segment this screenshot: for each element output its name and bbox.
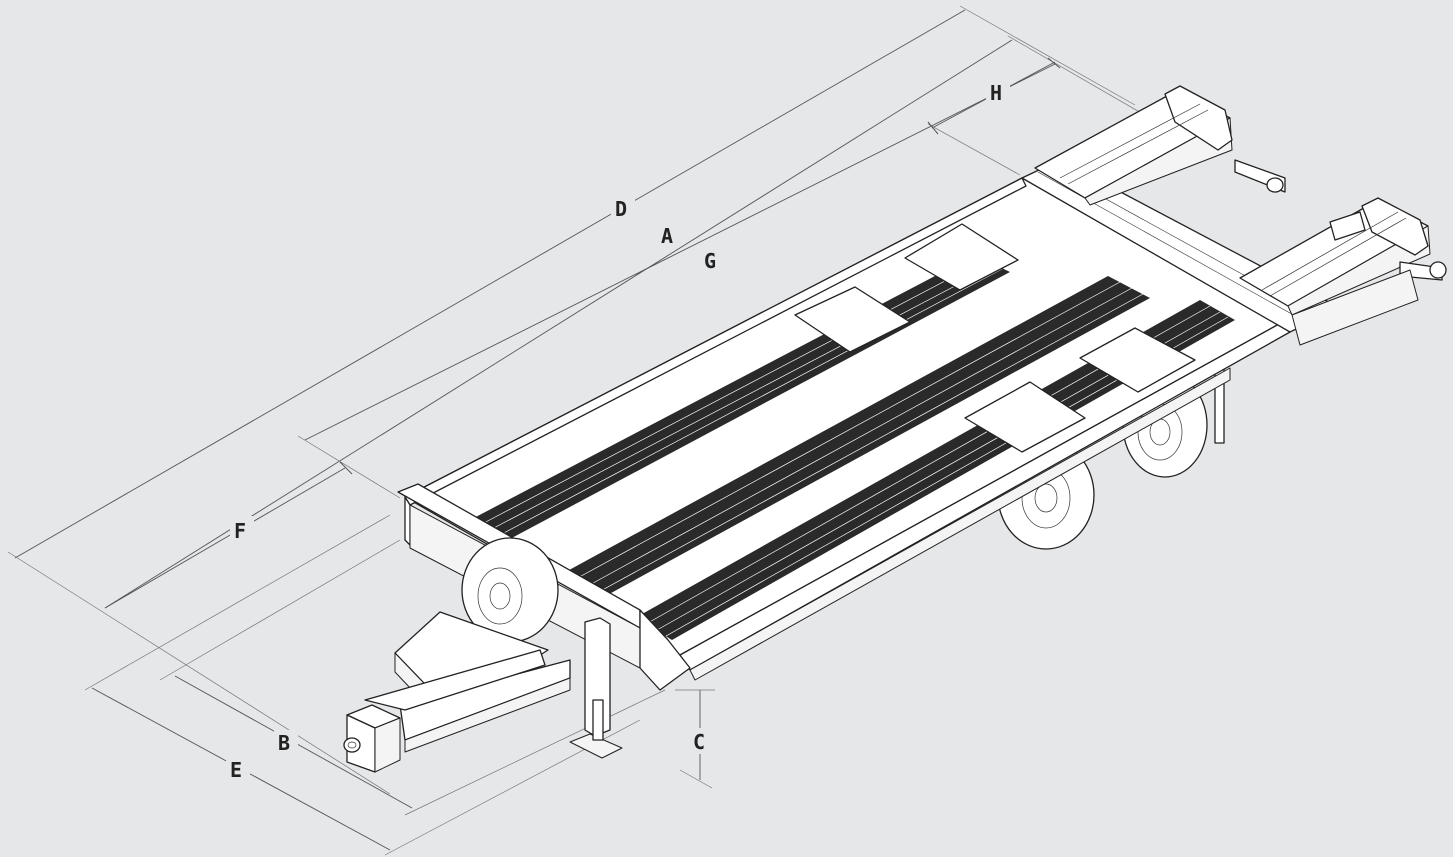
label-g: G: [704, 249, 716, 273]
ext-line-d-end: [959, 5, 1136, 106]
ramp-hinge-right: [1329, 211, 1366, 241]
ext-line-h-start: [927, 123, 1021, 176]
dim-line-a: [104, 39, 1013, 609]
jack-stand: [569, 617, 623, 759]
ext-line-c-bottom: [679, 769, 713, 789]
ramp-left-head: [1164, 85, 1233, 151]
label-d: D: [615, 197, 627, 221]
jack-post: [584, 617, 611, 737]
rear-bumper: [1291, 269, 1419, 346]
deck-pad-1: [794, 286, 911, 353]
dim-line-g: [304, 63, 1056, 441]
jack-foot: [569, 733, 623, 759]
label-c: C: [693, 730, 705, 754]
tow-eye: [343, 737, 361, 753]
ext-line-a-end: [1007, 35, 1151, 119]
dim-line-d: [14, 9, 966, 559]
label-h: H: [990, 81, 1002, 105]
dimension-labels: D A G H F B E C: [226, 80, 1010, 782]
ext-line-b-start: [159, 539, 401, 681]
label-b: B: [278, 731, 290, 755]
ext-line-d-start: [7, 551, 391, 795]
front-right-bracket: [639, 609, 691, 691]
grating-band-3: [635, 300, 1235, 640]
front-structure: [397, 483, 691, 691]
deck-pad-4: [1079, 327, 1196, 393]
label-f: F: [234, 519, 246, 543]
ext-line-b-end: [404, 689, 666, 816]
drawbar: [343, 611, 571, 773]
grating-band-2: [560, 276, 1150, 598]
label-a: A: [661, 224, 673, 248]
label-e: E: [230, 758, 242, 782]
deck-pads: [794, 223, 1196, 453]
deck-pad-3: [964, 381, 1086, 453]
main-deck: [404, 177, 1291, 681]
ext-line-e-start: [84, 514, 391, 691]
deck-pad-2: [904, 223, 1019, 291]
dim-line-f: [104, 467, 346, 609]
rear-ramps: [1021, 85, 1447, 346]
ext-line-g-start: [297, 435, 401, 499]
ramp-right-head: [1361, 197, 1429, 256]
